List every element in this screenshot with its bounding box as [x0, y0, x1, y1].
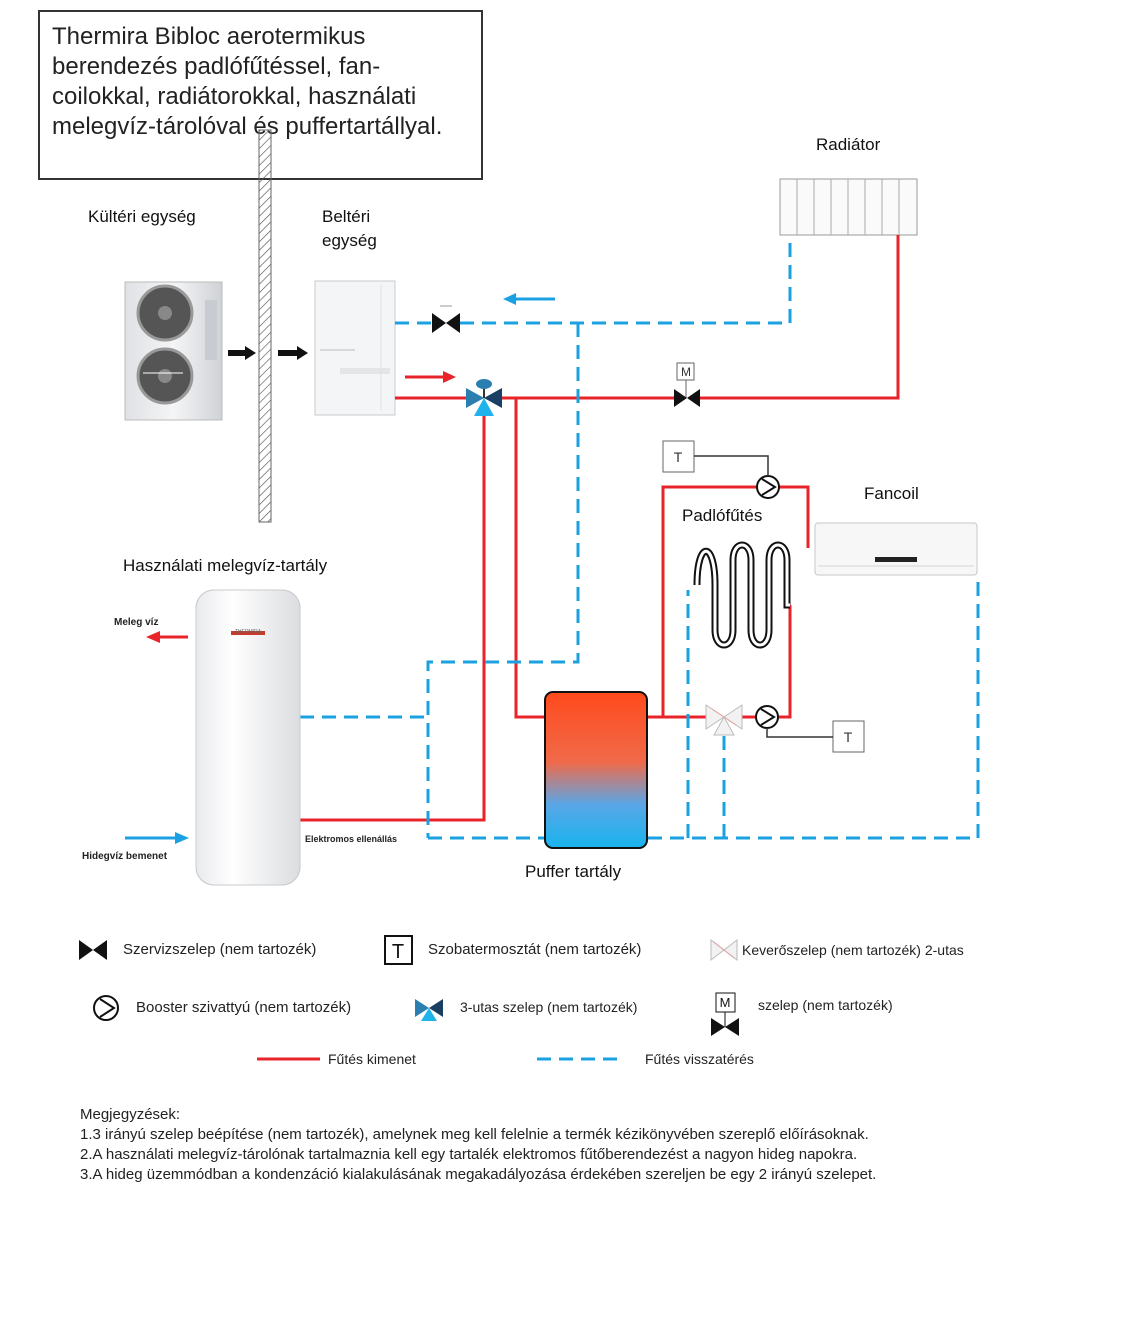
- indoor-unit-label-1: Beltéri: [322, 207, 371, 226]
- thermostat-legend-icon: [384, 935, 413, 965]
- booster-pump-legend-icon: [93, 995, 119, 1021]
- wall: [258, 129, 272, 523]
- outdoor-unit-label: Kültéri egység: [88, 207, 196, 226]
- refrigerant-arrows: [228, 346, 308, 360]
- outdoor-unit: [124, 281, 223, 421]
- heating-supply-pipes: [300, 235, 900, 822]
- indoor-unit: [314, 280, 396, 416]
- tank-brand-logo: THERMIRA: [235, 629, 262, 635]
- cold-water-label: Hidegvíz bemenet: [82, 851, 168, 862]
- fancoil-label: Fancoil: [864, 484, 919, 503]
- motor-valve-legend-icon: [711, 992, 739, 1036]
- note-1: 1.3 irányú szelep beépítése (nem tartozé…: [80, 1126, 869, 1143]
- booster-pump-upper: [756, 475, 780, 499]
- legend-service-valve: Szervizszelep (nem tartozék): [123, 941, 317, 958]
- thermostat-legend-letter: T: [392, 941, 404, 963]
- legend-three-way-valve: 3-utas szelep (nem tartozék): [460, 999, 638, 1015]
- motor-valve-legend-letter: M: [720, 995, 731, 1010]
- thermostat-lower-letter: T: [844, 729, 853, 745]
- notes-heading: Megjegyzések:: [80, 1106, 181, 1123]
- three-way-valve-legend-icon: [415, 999, 443, 1021]
- buffer-tank: [544, 691, 648, 849]
- three-way-valve: [466, 379, 502, 416]
- diagram-title: Thermira Bibloc aerotermikus berendezés …: [38, 10, 483, 180]
- booster-pump-lower: [755, 705, 779, 729]
- dhw-tank: [195, 589, 301, 886]
- service-valve: [432, 305, 460, 333]
- legend-room-thermostat: Szobatermosztát (nem tartozék): [428, 941, 642, 958]
- thermostat-lower: [766, 720, 865, 753]
- indoor-unit-label-2: egység: [322, 231, 377, 250]
- buffer-tank-label: Puffer tartály: [525, 862, 622, 881]
- hot-water-label: Meleg víz: [114, 617, 159, 628]
- legend-booster-pump: Booster szivattyú (nem tartozék): [136, 999, 352, 1016]
- radiator-label: Radiátor: [816, 135, 881, 154]
- legend-heating-out: Fűtés kimenet: [328, 1051, 416, 1067]
- notes: Megjegyzések: 1.3 irányú szelep beépítés…: [80, 1105, 1080, 1185]
- thermostat-upper: [662, 440, 769, 476]
- radiator: [779, 178, 918, 236]
- legend-mixing-valve: Keverőszelep (nem tartozék) 2-utas: [742, 942, 964, 958]
- legend-heating-return: Fűtés visszatérés: [645, 1051, 754, 1067]
- note-3: 3.A hideg üzemmódban a kondenzáció kiala…: [80, 1166, 877, 1183]
- dhw-tank-label: Használati melegvíz-tartály: [123, 556, 328, 575]
- thermostat-upper-letter: T: [674, 449, 683, 465]
- mixing-valve: [705, 704, 743, 736]
- motor-valve: [674, 362, 700, 407]
- note-2: 2.A használati melegvíz-tárolónak tartal…: [80, 1146, 858, 1163]
- mixing-valve-legend-icon: [710, 938, 738, 962]
- service-valve-legend-icon: [79, 940, 107, 960]
- floor-heating-label: Padlófűtés: [682, 506, 763, 525]
- flow-arrows: [125, 293, 555, 844]
- legend-motor-valve: szelep (nem tartozék): [758, 997, 893, 1013]
- fancoil: [814, 522, 978, 576]
- electric-heater-label: Elektromos ellenállás: [305, 834, 398, 844]
- motor-valve-letter: M: [681, 365, 691, 379]
